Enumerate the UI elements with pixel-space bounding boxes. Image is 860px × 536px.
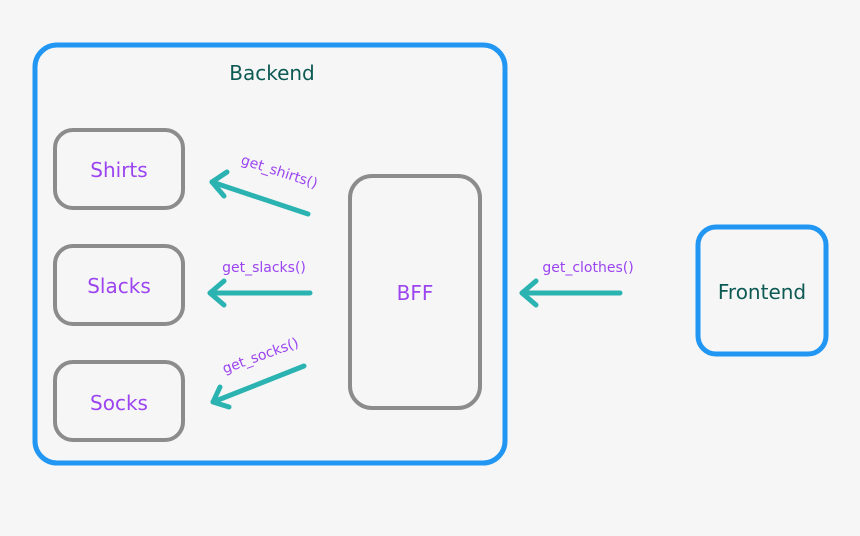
arrow-get-slacks: get_slacks() — [207, 260, 313, 308]
service-slacks-label: Slacks — [87, 274, 151, 298]
arrow-get-slacks-head — [207, 278, 227, 308]
service-shirts-box — [53, 128, 185, 210]
frontend-label: Frontend — [718, 280, 806, 304]
bff-box — [348, 174, 482, 410]
backend-container: Backend — [32, 42, 508, 466]
arrow-get-socks: get_socks() — [210, 335, 307, 410]
frontend-node: Frontend — [695, 224, 829, 357]
service-slacks: Slacks — [53, 244, 185, 326]
service-socks-label: Socks — [90, 391, 148, 415]
arrow-get-socks-line — [210, 363, 307, 405]
arrow-get-clothes-head — [519, 278, 539, 308]
call-label-get-shirts: get_shirts() — [239, 152, 320, 192]
service-shirts: Shirts — [53, 128, 185, 210]
backend-border — [32, 42, 508, 466]
call-label-get-slacks: get_slacks() — [222, 260, 306, 276]
arrow-get-socks-head — [210, 384, 232, 410]
service-socks: Socks — [53, 360, 185, 442]
arrow-get-shirts: get_shirts() — [209, 152, 320, 217]
backend-title: Backend — [229, 61, 315, 85]
frontend-box — [695, 224, 829, 357]
call-label-get-clothes: get_clothes() — [542, 260, 633, 276]
bff-node: BFF — [348, 174, 482, 410]
service-slacks-box — [53, 244, 185, 326]
arrow-get-shirts-line — [209, 179, 311, 217]
service-socks-box — [53, 360, 185, 442]
arrow-get-shirts-head — [209, 169, 230, 199]
arrow-get-clothes: get_clothes() — [519, 260, 634, 308]
service-shirts-label: Shirts — [90, 158, 147, 182]
bff-label: BFF — [397, 281, 434, 305]
